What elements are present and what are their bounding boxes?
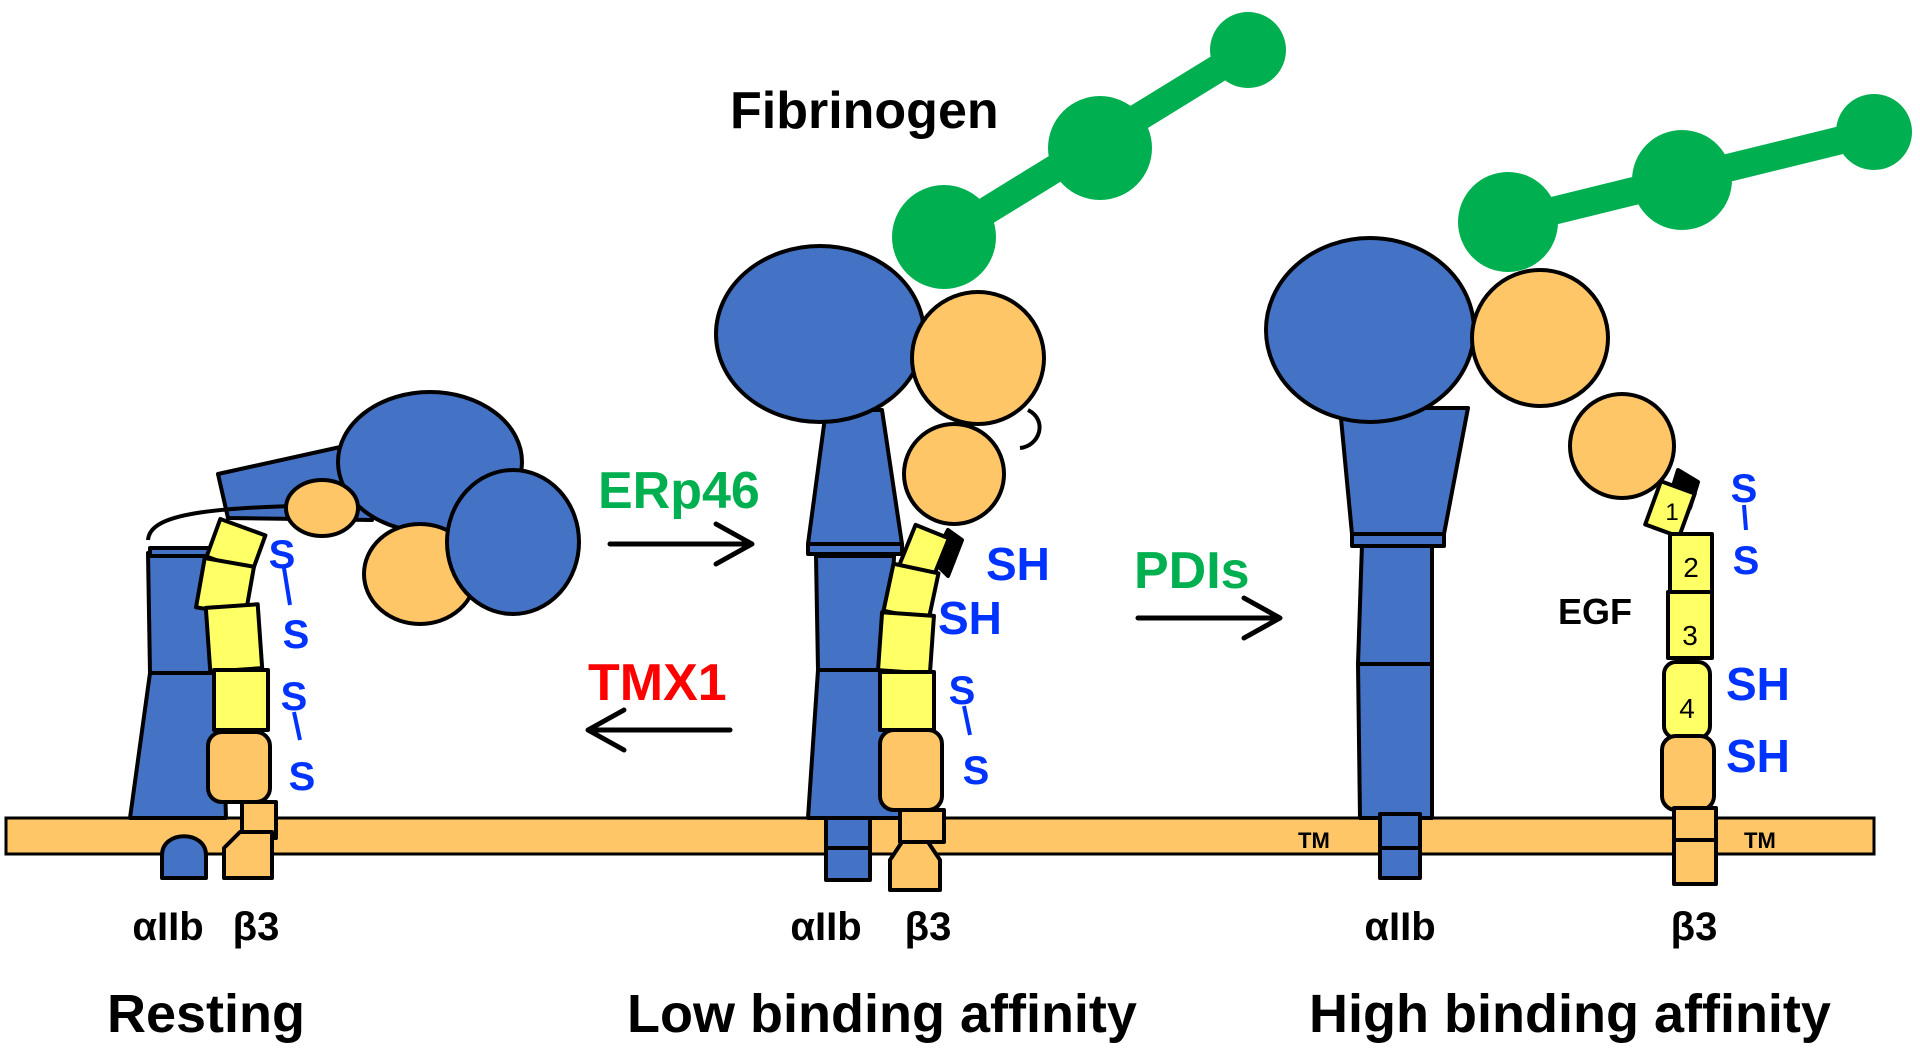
high-beta-head — [1470, 268, 1610, 408]
low-beta-hybrid — [902, 422, 1006, 526]
low-egf-domain-3 — [876, 610, 936, 676]
arrow-tmx1 — [585, 707, 733, 753]
high-beta-hybrid — [1568, 392, 1676, 500]
egf-number-2: 2 — [1683, 552, 1699, 583]
disulfide-bonds: S S S S S S S S — [269, 467, 1760, 799]
low-alpha-label: αIIb — [790, 905, 861, 949]
egf-number-1: 1 — [1665, 499, 1678, 526]
low-alpha-head — [714, 244, 926, 424]
high-beta-leg — [1660, 734, 1716, 812]
low-beta-tm — [898, 808, 946, 844]
high-alpha-head — [1264, 236, 1476, 424]
high-egf-domain-3 — [1666, 590, 1714, 660]
low-affinity-integrin — [714, 244, 1046, 892]
resting-egf-domain-3 — [203, 602, 265, 674]
low-bond-s2: S — [963, 749, 990, 793]
egf-number-3: 3 — [1682, 620, 1698, 651]
low-egf-domain-4 — [878, 670, 936, 732]
resting-beta-label: β3 — [233, 905, 280, 949]
high-egf-domain-1 — [1643, 479, 1697, 539]
resting-bond2-s2: S — [289, 755, 316, 799]
resting-bond1-s1: S — [269, 533, 296, 577]
arrow-pdis — [1135, 595, 1283, 641]
high-affinity-integrin — [1264, 236, 1718, 886]
low-beta-leg — [878, 728, 944, 812]
resting-title: Resting — [107, 984, 305, 1044]
resting-alpha-tail — [160, 834, 208, 880]
low-alpha-thigh — [806, 408, 904, 546]
resting-beta-leg — [206, 730, 272, 804]
low-beta-head — [910, 290, 1046, 426]
egf-label: EGF — [1558, 591, 1632, 632]
low-beta-label: β3 — [905, 905, 952, 949]
erp46-label: ERp46 — [598, 462, 760, 520]
high-alpha-thigh — [1338, 406, 1470, 536]
pdis-label: PDIs — [1134, 542, 1250, 600]
high-sh-label-2: SH — [1726, 730, 1790, 782]
resting-beta-tail — [222, 830, 274, 880]
fibrinogen-molecule-2 — [1458, 94, 1912, 272]
high-beta-label: β3 — [1671, 905, 1718, 949]
low-sh-label-1: SH — [986, 538, 1050, 590]
high-alpha-lower-leg — [1356, 662, 1434, 820]
egf-number-4: 4 — [1679, 693, 1695, 724]
low-beta-tail — [888, 840, 942, 892]
high-bond-s1: S — [1731, 467, 1758, 511]
high-alpha-label: αIIb — [1364, 905, 1435, 949]
resting-alpha-label: αIIb — [132, 905, 203, 949]
resting-egf-domain-4 — [212, 668, 270, 732]
high-affinity-title: High binding affinity — [1309, 984, 1831, 1044]
fibrinogen-label: Fibrinogen — [730, 82, 999, 140]
resting-bond2-s1: S — [281, 675, 308, 719]
arrow-erp46 — [607, 521, 755, 567]
resting-beta-small-head — [284, 478, 360, 538]
fibrinogen-molecule-1 — [892, 12, 1286, 289]
high-alpha-upper-leg — [1356, 542, 1434, 666]
low-bond-s1: S — [949, 669, 976, 713]
resting-bond1-s2: S — [283, 613, 310, 657]
tmx1-label: TMX1 — [588, 654, 727, 712]
tm-label-beta: TM — [1744, 828, 1776, 853]
resting-integrin — [128, 390, 581, 880]
high-bond-s2: S — [1733, 539, 1760, 583]
low-affinity-title: Low binding affinity — [627, 984, 1137, 1044]
resting-alpha-propeller — [445, 468, 581, 616]
high-sh-label-1: SH — [1726, 658, 1790, 710]
high-beta-tm — [1672, 806, 1718, 886]
tm-label-alpha: TM — [1298, 828, 1330, 853]
low-sh-label-2: SH — [938, 592, 1002, 644]
